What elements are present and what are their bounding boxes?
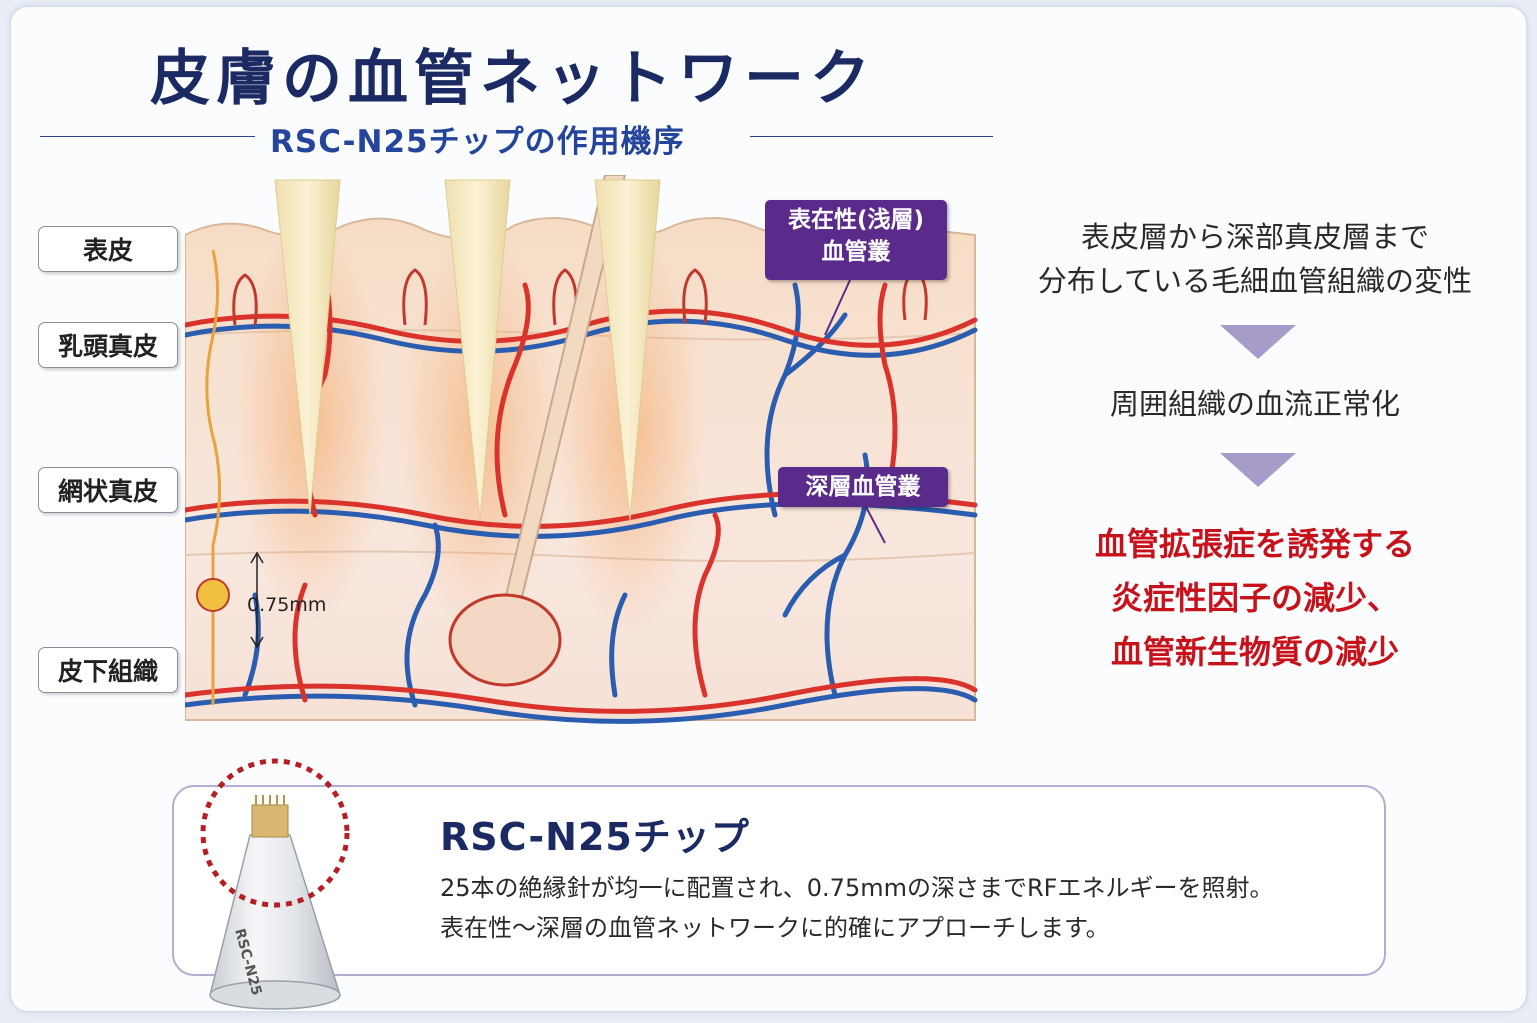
tip-info-box	[172, 785, 1386, 976]
down-arrow-2	[1220, 453, 1296, 487]
layer-label-reticular-dermis: 網状真皮	[38, 467, 178, 513]
mechanism-result-line3: 血管新生物質の減少	[1110, 633, 1399, 671]
mechanism-step2: 周囲組織の血流正常化	[1109, 387, 1400, 421]
superficial-plexus-tag: 表在性(浅層) 血管叢	[765, 200, 947, 280]
layer-label-papillary-dermis: 乳頭真皮	[38, 322, 178, 368]
layer-label-epidermis: 表皮	[38, 226, 178, 272]
tip-name: RSC-N25チップ	[440, 815, 750, 859]
mechanism-result-line1: 血管拡張症を誘発する	[1094, 525, 1415, 563]
subtitle-rule-left	[40, 136, 255, 137]
mechanism-step1-line1: 表皮層から深部真皮層まで	[1080, 220, 1429, 254]
page-title: 皮膚の血管ネットワーク	[150, 44, 876, 114]
down-arrow-1	[1220, 325, 1296, 359]
mechanism-result-line2: 炎症性因子の減少、	[1110, 579, 1399, 617]
deep-plexus-tag: 深層血管叢	[778, 467, 948, 507]
skin-cross-section-illustration	[185, 175, 978, 724]
layer-label-subcutaneous: 皮下組織	[38, 647, 178, 693]
mechanism-step1: 表皮層から深部真皮層まで 分布している毛細血管組織の変性	[1005, 215, 1505, 303]
tip-description-line1: 25本の絶縁針が均一に配置され、0.75mmの深さまでRFエネルギーを照射。	[440, 874, 1274, 902]
rsc-n25-tip-image: RSC-N25	[200, 758, 350, 1010]
mechanism-step1-line2: 分布している毛細血管組織の変性	[1037, 264, 1473, 298]
page-subtitle: RSC-N25チップの作用機序	[270, 124, 685, 160]
superficial-plexus-label-line1: 表在性(浅層)	[787, 207, 925, 233]
subtitle-rule-right	[750, 136, 993, 137]
superficial-plexus-label-line2: 血管叢	[821, 239, 891, 265]
mechanism-result: 血管拡張症を誘発する 炎症性因子の減少、 血管新生物質の減少	[1005, 517, 1505, 679]
tip-description-line2: 表在性〜深層の血管ネットワークに的確にアプローチします。	[440, 914, 1110, 942]
depth-measurement-label: 0.75mm	[247, 594, 327, 616]
